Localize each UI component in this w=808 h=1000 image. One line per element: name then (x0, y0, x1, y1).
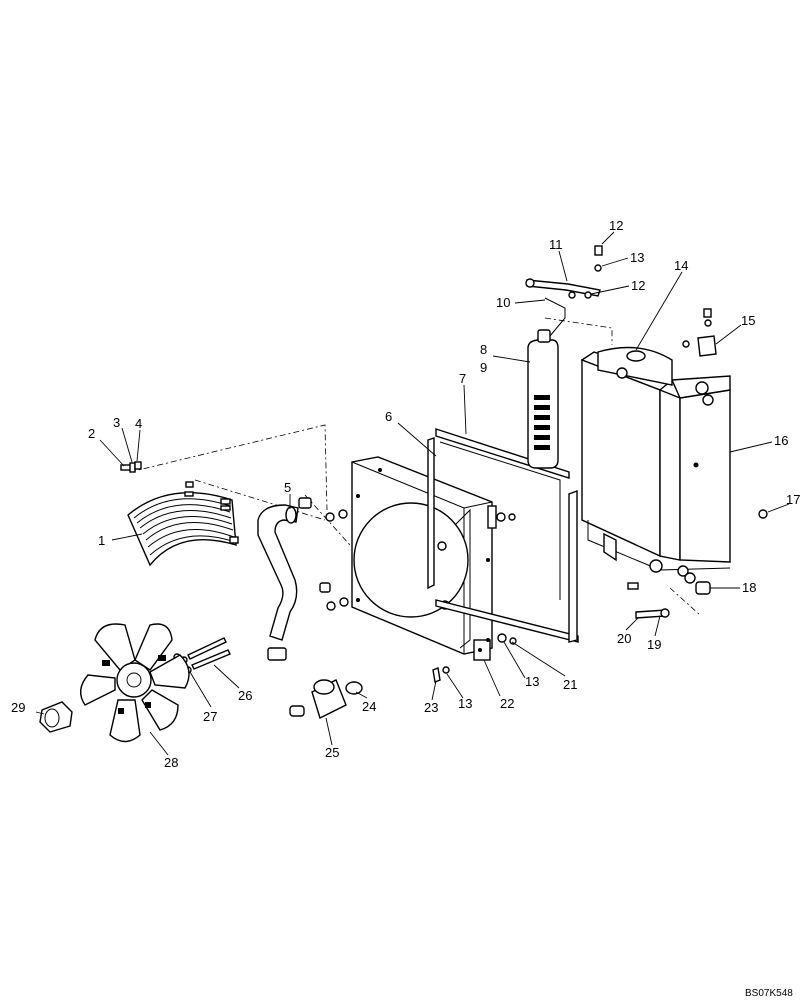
callout-29: 29 (11, 700, 25, 715)
callout-21: 21 (563, 677, 577, 692)
callout-17: 17 (786, 492, 800, 507)
callout-26: 26 (238, 688, 252, 703)
callout-14: 14 (674, 258, 688, 273)
callout-13-upper: 13 (630, 250, 644, 265)
callout-13-lower: 13 (458, 696, 472, 711)
coolant-reservoir (527, 329, 559, 469)
drawing-reference-code: BS07K548 (745, 988, 793, 999)
callout-22: 22 (500, 696, 514, 711)
leader-lines (35, 231, 790, 756)
callout-3: 3 (113, 415, 120, 430)
callout-18: 18 (742, 580, 756, 595)
shroud-bolt-hardware (120, 461, 231, 511)
cooling-fan (80, 623, 190, 743)
callout-11: 11 (549, 237, 563, 252)
callout-24: 24 (362, 699, 376, 714)
reservoir-bracket (525, 245, 603, 337)
callout-20: 20 (617, 631, 631, 646)
callout-13-mid: 13 (525, 674, 539, 689)
callout-4: 4 (135, 416, 142, 431)
callout-5: 5 (284, 480, 291, 495)
radiator-mount-hardware (627, 308, 717, 619)
callout-8: 8 (480, 342, 487, 357)
lower-radiator-hose (257, 497, 331, 661)
lower-shroud-bolts (432, 666, 450, 683)
callout-labels: 1 2 3 4 5 6 7 8 9 10 11 12 12 13 13 13 1… (11, 218, 800, 999)
callout-23: 23 (424, 700, 438, 715)
fan-shroud-panel (351, 456, 497, 661)
radiator-core (580, 346, 768, 584)
fan-spacer (39, 701, 73, 733)
callout-9: 9 (480, 360, 487, 375)
callout-25: 25 (325, 745, 339, 760)
callout-7: 7 (459, 371, 466, 386)
callout-16: 16 (774, 433, 788, 448)
callout-6: 6 (385, 409, 392, 424)
callout-2: 2 (88, 426, 95, 441)
callout-12-lower: 12 (631, 278, 645, 293)
bypass-hose (289, 679, 363, 719)
callout-12-upper: 12 (609, 218, 623, 233)
callout-28: 28 (164, 755, 178, 770)
callout-15: 15 (741, 313, 755, 328)
callout-1: 1 (98, 533, 105, 548)
callout-10: 10 (496, 295, 510, 310)
callout-19: 19 (647, 637, 661, 652)
callout-27: 27 (203, 709, 217, 724)
fan-shroud-ring (127, 492, 239, 567)
